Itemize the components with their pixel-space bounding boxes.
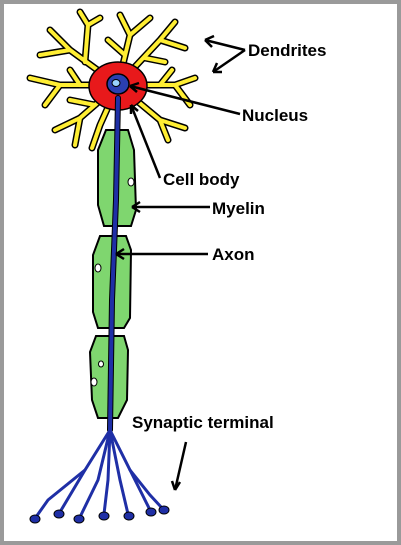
label-cell-body: Cell body [163, 170, 240, 189]
synaptic-terminal-branches [36, 430, 162, 517]
dendrites-arrow-lower [213, 50, 245, 72]
myelin-node [99, 361, 104, 367]
synaptic-boutons [30, 506, 169, 523]
nucleolus [112, 80, 120, 87]
label-nucleus: Nucleus [242, 106, 308, 125]
label-axon: Axon [212, 245, 255, 264]
myelin-node [91, 378, 97, 386]
myelin-node [128, 178, 134, 186]
label-myelin: Myelin [212, 199, 265, 218]
myelin-node [95, 264, 101, 272]
label-synaptic-terminal: Synaptic terminal [132, 413, 274, 432]
label-dendrites: Dendrites [248, 41, 326, 60]
